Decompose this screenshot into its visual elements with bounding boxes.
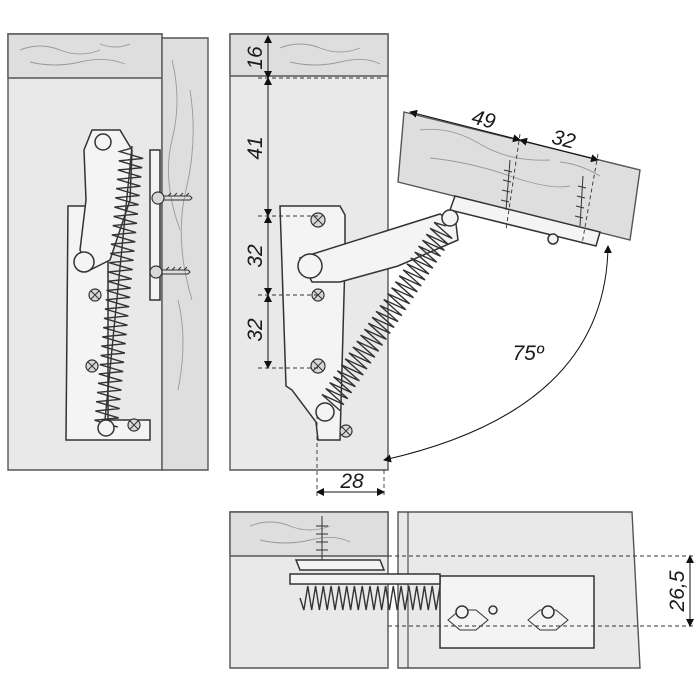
dim-line-32c	[519, 137, 599, 163]
section-screw	[316, 516, 328, 560]
dim-label-75: 75º	[512, 342, 544, 365]
view-bottom-section: 26,5	[229, 511, 696, 669]
dim-label-16: 16	[244, 46, 267, 70]
plate-pivot	[73, 251, 95, 273]
slot-hole-2	[541, 605, 555, 619]
dim-label-28: 28	[339, 470, 364, 493]
dim-extension-lines	[258, 77, 384, 369]
dim-label-32b: 32	[244, 318, 267, 342]
door-screw-2	[149, 265, 191, 279]
plate-screw-c1	[310, 212, 326, 228]
door-bracket	[149, 149, 161, 301]
center-hole	[488, 605, 498, 615]
spring-coil-left	[94, 147, 144, 428]
dim-line-49	[409, 109, 521, 143]
lift-arm	[79, 129, 133, 272]
spring-anchor-center	[315, 402, 335, 422]
section-bracket	[294, 559, 386, 571]
dim-label-49: 49	[469, 106, 498, 134]
dim-label-41: 41	[244, 136, 267, 159]
dim-label-32c: 32	[549, 126, 578, 154]
lid-bracket-hole	[547, 233, 559, 245]
dim-label-265: 26,5	[666, 570, 689, 612]
slot-hole-1	[455, 605, 469, 619]
wood-grain	[279, 43, 381, 66]
wood-grain	[19, 43, 131, 66]
view-center-open: 16 41 32 32 49 32 75º 28	[229, 33, 641, 498]
opening-angle-arc	[383, 245, 612, 463]
plate-screw-c3	[310, 358, 326, 374]
plate-screw-2	[85, 359, 99, 373]
lid-extension-lines	[505, 133, 599, 245]
lid-screw-2	[574, 175, 587, 227]
spring-anchor-left	[97, 419, 115, 437]
door-screw-1	[151, 191, 193, 205]
dim-label-32a: 32	[244, 244, 267, 268]
top-board-left	[7, 33, 163, 79]
wood-grain	[249, 521, 351, 544]
door-panel-left	[161, 37, 209, 471]
spring-coil-section	[299, 585, 441, 611]
top-board-section	[229, 511, 389, 557]
plate-screw-c4	[339, 424, 353, 438]
arm-pivot	[94, 133, 112, 151]
plate-screw-3	[127, 418, 141, 432]
door-grain	[168, 59, 194, 391]
plate-pivot-center	[297, 253, 323, 279]
lid-screw-1	[500, 159, 513, 211]
view-left-closed	[7, 33, 209, 471]
section-arm	[289, 573, 441, 585]
dim-265-extension	[388, 555, 696, 627]
plate-screw-1	[88, 288, 102, 302]
arm-tip-pivot	[441, 209, 459, 227]
